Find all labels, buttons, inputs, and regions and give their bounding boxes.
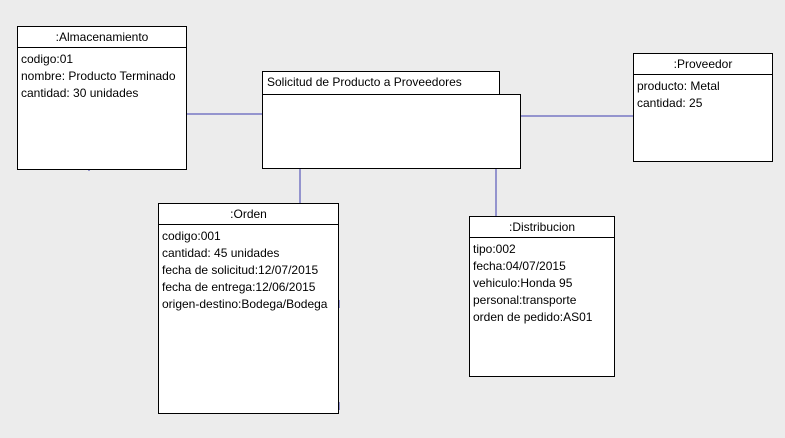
attribute: producto: Metal — [637, 79, 720, 93]
attribute: fecha de entrega:12/06/2015 — [162, 280, 316, 294]
attribute: nombre: Producto Terminado — [21, 69, 176, 83]
frame-title: Solicitud de Producto a Proveedores — [267, 75, 462, 89]
attribute: tipo:002 — [473, 242, 516, 256]
attribute: origen-destino:Bodega/Bodega — [162, 297, 328, 311]
attribute: codigo:001 — [162, 229, 221, 243]
attribute-list: tipo:002 fecha:04/07/2015 vehiculo:Honda… — [470, 238, 614, 326]
attribute: cantidad: 25 — [637, 96, 703, 110]
object-title: :Distribucion — [470, 217, 614, 238]
attribute: personal:transporte — [473, 293, 577, 307]
attribute: fecha:04/07/2015 — [473, 259, 566, 273]
frame-body[interactable] — [262, 94, 521, 169]
attribute: codigo:01 — [21, 52, 74, 66]
attribute-list: producto: Metal cantidad: 25 — [634, 75, 772, 112]
object-almacenamiento[interactable]: :Almacenamiento codigo:01 nombre: Produc… — [17, 26, 187, 170]
attribute: vehiculo:Honda 95 — [473, 276, 573, 290]
object-orden[interactable]: :Orden codigo:001 cantidad: 45 unidades … — [158, 203, 339, 414]
object-title: :Almacenamiento — [18, 27, 186, 48]
attribute: cantidad: 45 unidades — [162, 246, 280, 260]
attribute: cantidad: 30 unidades — [21, 86, 139, 100]
object-proveedor[interactable]: :Proveedor producto: Metal cantidad: 25 — [633, 53, 773, 162]
attribute: orden de pedido:AS01 — [473, 310, 593, 324]
attribute: fecha de solicitud:12/07/2015 — [162, 263, 319, 277]
attribute-list: codigo:001 cantidad: 45 unidades fecha d… — [159, 225, 338, 313]
attribute-list: codigo:01 nombre: Producto Terminado can… — [18, 48, 186, 102]
frame-tab[interactable]: Solicitud de Producto a Proveedores — [262, 71, 500, 95]
object-title: :Orden — [159, 204, 338, 225]
object-title: :Proveedor — [634, 54, 772, 75]
object-distribucion[interactable]: :Distribucion tipo:002 fecha:04/07/2015 … — [469, 216, 615, 377]
